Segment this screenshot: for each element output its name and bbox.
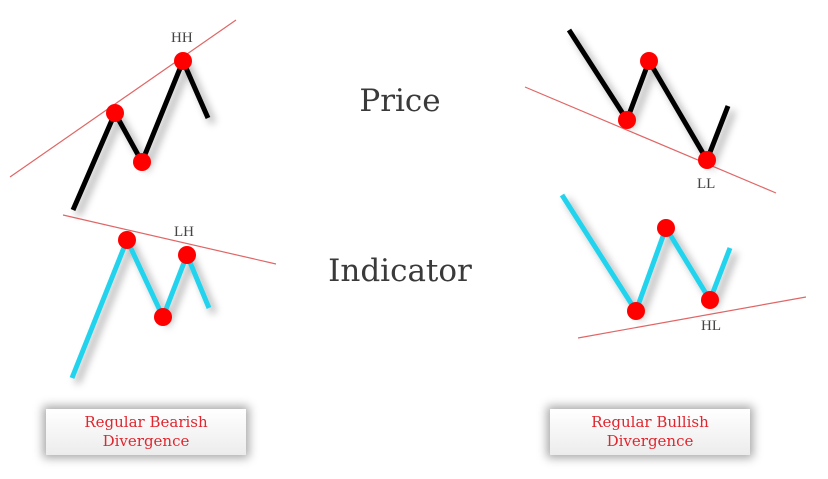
pivot-dot	[178, 246, 196, 264]
caption-line-1: Regular Bullish	[591, 413, 709, 431]
hh-label: HH	[171, 30, 193, 46]
pivot-dot	[618, 111, 636, 129]
pivot-dot	[133, 153, 151, 171]
pivot-dot	[154, 308, 172, 326]
ll-label: LL	[697, 176, 716, 192]
indicator-label: Indicator	[328, 253, 472, 289]
bearish-price-chart	[9, 19, 237, 211]
trendline	[577, 296, 807, 339]
pivot-dot	[106, 104, 124, 122]
hl-label: HL	[701, 318, 721, 334]
bearish-divergence-caption: Regular Bearish Divergence	[46, 409, 246, 455]
bearish-indicator-chart	[62, 214, 277, 379]
pivot-dot	[698, 151, 716, 169]
bullish-price-chart	[524, 28, 777, 194]
caption-line-2: Divergence	[102, 432, 190, 450]
price-label: Price	[359, 83, 441, 119]
caption-line-2: Divergence	[606, 432, 694, 450]
lh-label: LH	[174, 224, 194, 240]
pivot-dot	[640, 52, 658, 70]
caption-line-1: Regular Bearish	[84, 413, 208, 431]
bullish-indicator-chart	[559, 193, 807, 339]
pivot-dot	[118, 231, 136, 249]
trendline	[524, 86, 777, 194]
zigzag-line	[566, 28, 731, 166]
zigzag-line	[70, 54, 211, 211]
pivot-dot	[627, 302, 645, 320]
pivot-dot	[657, 219, 675, 237]
trendline	[62, 214, 277, 265]
pivot-dot	[701, 291, 719, 309]
trendline	[9, 19, 237, 178]
pivot-dot	[174, 52, 192, 70]
bullish-divergence-caption: Regular Bullish Divergence	[550, 409, 750, 455]
